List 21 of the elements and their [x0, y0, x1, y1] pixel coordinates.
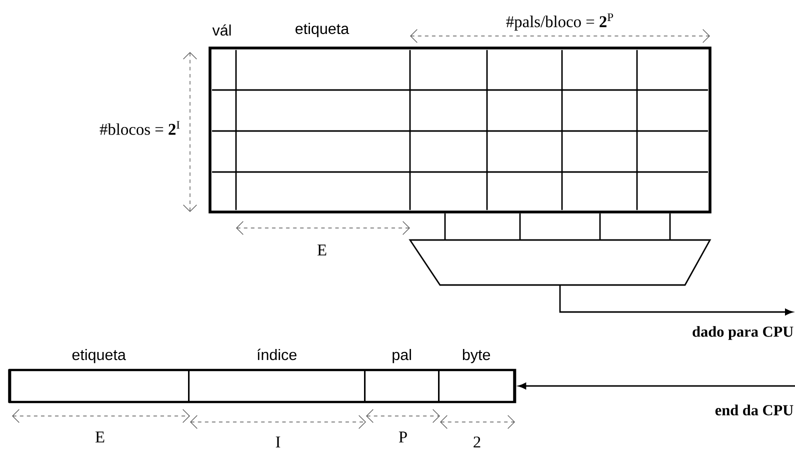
- dimension-label: P: [398, 432, 407, 442]
- address-register: [8, 368, 516, 404]
- dimension-label: E: [95, 432, 104, 442]
- edge-label: dado para CPU: [692, 326, 794, 340]
- dimension-label: #blocos = 2$^{I}$: [100, 121, 180, 135]
- dimension-label: #pals/bloco = 2$^{P}$: [506, 13, 614, 31]
- arrow: [518, 382, 795, 390]
- dimension-label: I: [276, 436, 280, 448]
- node-label: pal: [392, 348, 411, 364]
- dimension-label: E: [317, 244, 326, 256]
- node-label: byte: [462, 348, 490, 364]
- cache-array: [208, 46, 712, 214]
- address-field: byte: [438, 348, 515, 403]
- node-label: etiqueta: [72, 348, 126, 364]
- address-field: etiqueta: [8, 348, 190, 403]
- arrow: [559, 285, 793, 316]
- address-field: pal: [364, 348, 440, 403]
- edge-label: end da CPU: [715, 404, 794, 416]
- node-label: índice: [258, 348, 296, 360]
- dimension-label: 2: [474, 436, 480, 448]
- address-field: índice: [188, 348, 366, 403]
